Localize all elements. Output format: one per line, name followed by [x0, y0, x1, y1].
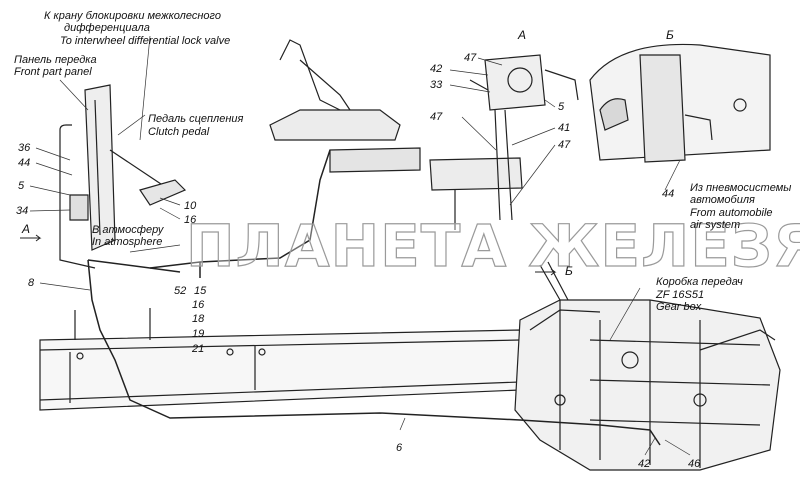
- air-note-ru-2: автомобиля: [690, 194, 755, 206]
- callout-18: 18: [192, 313, 205, 325]
- callout-21: 21: [192, 343, 205, 355]
- callout-16: 16: [184, 214, 197, 226]
- callout-8: 8: [28, 277, 35, 289]
- callout-19: 19: [192, 328, 205, 340]
- front-panel-assembly: [59, 84, 187, 269]
- gearbox-model: ZF 16S51: [656, 289, 705, 301]
- callout-44: 44: [18, 157, 31, 169]
- gear-shift-assembly: [269, 39, 421, 173]
- atm-note-en: In atmosphere: [92, 236, 163, 248]
- frame-rail: [39, 308, 521, 411]
- callout-a-41: 41: [558, 122, 571, 134]
- view-b-title: Б: [666, 28, 674, 42]
- front-panel-note-en: Front part panel: [14, 66, 92, 78]
- clutch-note-en: Clutch pedal: [148, 126, 210, 138]
- watermark: ПЛАНЕТА ЖЕЛЕЗЯКА: [185, 211, 800, 280]
- callout-a-47: 47: [464, 52, 477, 64]
- callout-6: 6: [396, 442, 403, 454]
- gearbox-body: [514, 261, 781, 471]
- view-b-arrow-label: Б: [565, 264, 573, 278]
- clutch-note-ru: Педаль сцепления: [148, 113, 244, 125]
- lock-valve-note-en: To interwheel differential lock valve: [60, 35, 231, 47]
- callout-46: 46: [688, 458, 701, 470]
- air-line: [87, 149, 661, 446]
- callout-a-42: 42: [430, 63, 443, 75]
- air-note-en-2: air system: [690, 219, 741, 231]
- air-note-ru-1: Из пневмосистемы: [690, 182, 792, 194]
- gearbox-note-ru: Коробка передач: [656, 276, 743, 288]
- callout-42: 42: [638, 458, 651, 470]
- callout-52: 52: [174, 285, 187, 297]
- callout-a-47c: 47: [558, 139, 571, 151]
- callout-a-33: 33: [430, 79, 443, 91]
- air-note-en-1: From automobile: [690, 207, 773, 219]
- lock-valve-note-ru-2: дифференциала: [64, 22, 150, 34]
- atm-note-ru: В атмосферу: [92, 224, 164, 236]
- callout-b-44: 44: [662, 188, 675, 200]
- callout-10: 10: [184, 200, 197, 212]
- detail-a-view: [429, 54, 579, 230]
- callout-a-47b: 47: [430, 111, 443, 123]
- gearbox-note-en: Gear box: [656, 301, 702, 313]
- view-arrows: [20, 234, 557, 276]
- lock-valve-note-ru: К крану блокировки межколесного: [44, 10, 221, 22]
- callout-36: 36: [18, 142, 31, 154]
- detail-b-view: [589, 43, 771, 163]
- view-a-arrow-label: А: [22, 222, 31, 236]
- callout-15: 15: [194, 285, 207, 297]
- callout-5: 5: [18, 180, 25, 192]
- callout-16b: 16: [192, 299, 205, 311]
- callout-34: 34: [16, 205, 29, 217]
- front-panel-note-ru: Панель передка: [14, 54, 97, 66]
- callout-a-5: 5: [558, 101, 565, 113]
- view-a-title: А: [518, 28, 527, 42]
- leader-lines: [29, 35, 691, 456]
